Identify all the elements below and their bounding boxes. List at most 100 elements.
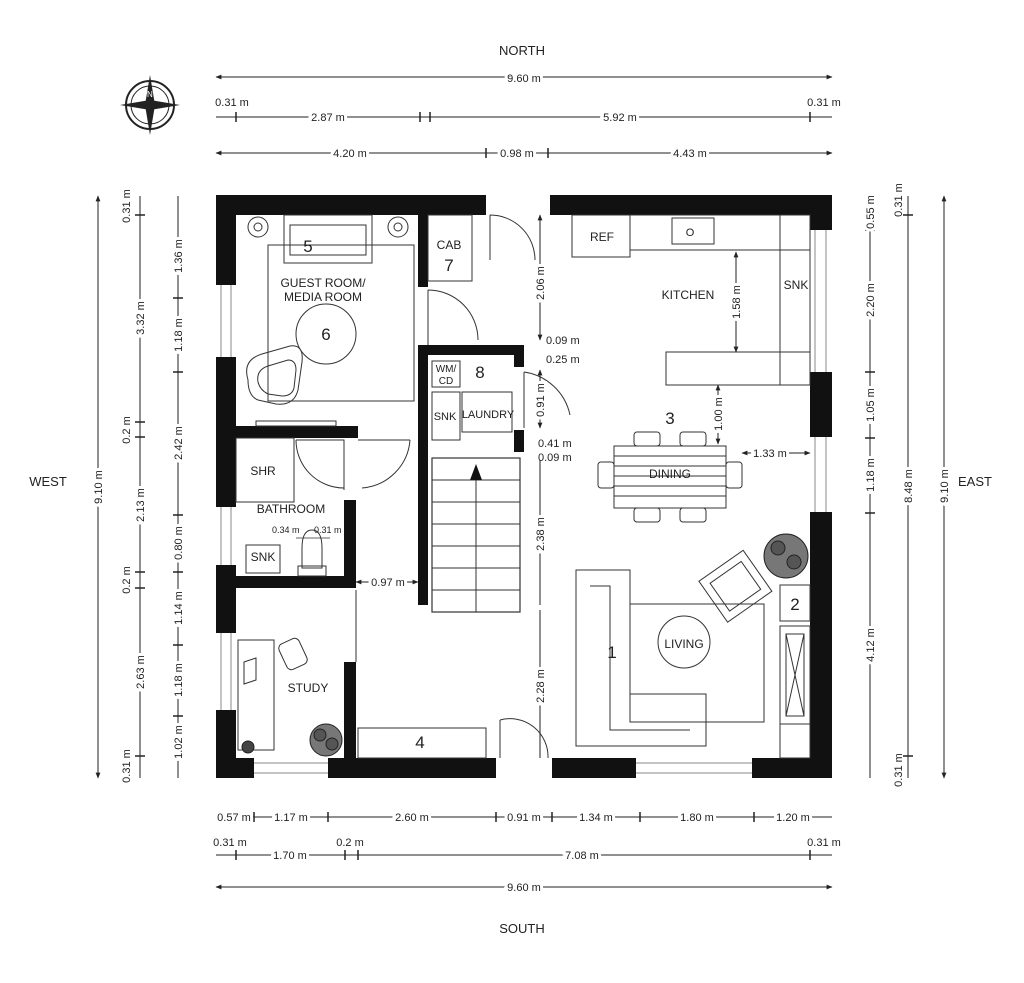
label-bathroom: BATHROOM bbox=[257, 502, 325, 516]
dim-bot-d: 0.91 m bbox=[507, 812, 541, 824]
dim-i-l: 1.33 m bbox=[753, 448, 787, 460]
kitchen-counter-top bbox=[629, 214, 811, 251]
dim-w2-g: 1.02 m bbox=[173, 725, 185, 759]
label-media-room: MEDIA ROOM bbox=[284, 290, 362, 304]
west-dimensions bbox=[95, 195, 179, 779]
cabinet-2 bbox=[779, 584, 811, 622]
dim-w1-a: 0.31 m bbox=[121, 189, 133, 223]
armchair-icon bbox=[246, 345, 303, 405]
dim-bot-j: 0.2 m bbox=[336, 837, 364, 849]
south-label: SOUTH bbox=[499, 921, 545, 936]
dim-w2-d: 0.80 m bbox=[173, 526, 185, 560]
dim-i-n: 0.31 m bbox=[314, 525, 342, 535]
dim-i-b: 0.09 m bbox=[546, 335, 580, 347]
dim-bot-a: 0.57 m bbox=[217, 812, 251, 824]
dim-top-b: 2.87 m bbox=[311, 112, 345, 124]
label-laundry-sink: SNK bbox=[434, 411, 457, 423]
dim-w2-c: 2.42 m bbox=[173, 426, 185, 460]
dim-bot-k: 7.08 m bbox=[565, 850, 599, 862]
shower bbox=[235, 437, 295, 503]
dim-top-total: 9.60 m bbox=[507, 73, 541, 85]
dim-w2-f: 1.18 m bbox=[173, 663, 185, 697]
sofa-icon bbox=[247, 214, 409, 264]
dim-e1-c: 1.05 m bbox=[865, 388, 877, 422]
area-rug bbox=[267, 244, 415, 402]
dim-bot-f: 1.80 m bbox=[680, 812, 714, 824]
dining-table bbox=[597, 431, 743, 523]
dim-i-e: 0.41 m bbox=[538, 438, 572, 450]
label-laundry: LAUNDRY bbox=[462, 409, 515, 421]
number-2: 2 bbox=[790, 595, 799, 614]
dim-bot-c: 2.60 m bbox=[395, 812, 429, 824]
living-rug bbox=[629, 603, 765, 723]
east-label: EAST bbox=[958, 474, 992, 489]
cabinet bbox=[427, 214, 473, 282]
dim-top-e: 4.20 m bbox=[333, 148, 367, 160]
plant-icon bbox=[241, 723, 343, 757]
dim-w1-d: 2.13 m bbox=[135, 488, 147, 522]
dim-top-g: 4.43 m bbox=[673, 148, 707, 160]
dim-e2-b: 8.48 m bbox=[903, 469, 915, 503]
dim-w1-e: 0.2 m bbox=[121, 566, 133, 594]
number-4: 4 bbox=[415, 733, 424, 752]
label-living: LIVING bbox=[664, 637, 703, 651]
dim-e1-d: 1.18 m bbox=[865, 458, 877, 492]
dim-i-a: 2.06 m bbox=[535, 266, 547, 300]
dim-e2-c: 0.31 m bbox=[893, 753, 905, 787]
kitchen-counter-right bbox=[779, 214, 811, 386]
dim-bot-total: 9.60 m bbox=[507, 882, 541, 894]
toilet-icon bbox=[297, 529, 327, 577]
monitor-icon bbox=[243, 657, 257, 685]
dim-w2-a: 1.36 m bbox=[173, 239, 185, 273]
living-plant-icon bbox=[763, 533, 809, 579]
dim-e2-a: 0.31 m bbox=[893, 183, 905, 217]
tv-unit bbox=[779, 625, 811, 759]
label-bath-sink: SNK bbox=[251, 550, 276, 564]
dim-i-c: 0.25 m bbox=[546, 354, 580, 366]
bench-4 bbox=[357, 727, 487, 759]
label-dining: DINING bbox=[649, 467, 691, 481]
dim-west-total: 9.10 m bbox=[93, 470, 105, 504]
label-cab: CAB bbox=[437, 238, 462, 252]
dim-w1-f: 2.63 m bbox=[135, 655, 147, 689]
dim-w2-e: 1.14 m bbox=[173, 591, 185, 625]
dim-top-d: 0.31 m bbox=[807, 97, 841, 109]
living-armchair bbox=[698, 549, 773, 623]
study-desk bbox=[237, 639, 275, 751]
coffee-table-icon bbox=[295, 303, 357, 365]
dim-bot-b: 1.17 m bbox=[274, 812, 308, 824]
kitchen-island bbox=[665, 351, 811, 386]
dim-w1-g: 0.31 m bbox=[121, 749, 133, 783]
doors bbox=[295, 214, 571, 759]
bottom-dimensions bbox=[215, 816, 833, 890]
number-1: 1 bbox=[607, 643, 616, 662]
dim-top-c: 5.92 m bbox=[603, 112, 637, 124]
dim-i-f: 0.09 m bbox=[538, 452, 572, 464]
dim-i-i: 0.97 m bbox=[371, 577, 405, 589]
bath-sink bbox=[245, 544, 281, 574]
number-7: 7 bbox=[444, 256, 453, 275]
label-study: STUDY bbox=[288, 681, 329, 695]
label-kitchen-sink: SNK bbox=[784, 278, 809, 292]
compass-rose-icon: N bbox=[120, 75, 180, 135]
dim-top-a: 0.31 m bbox=[215, 97, 249, 109]
label-wm: WM/ bbox=[436, 364, 457, 375]
dim-w1-c: 0.2 m bbox=[121, 416, 133, 444]
oven bbox=[671, 217, 715, 245]
label-kitchen: KITCHEN bbox=[662, 288, 715, 302]
label-ref: REF bbox=[590, 230, 614, 244]
dim-e1-b: 2.20 m bbox=[865, 283, 877, 317]
dim-w2-b: 1.18 m bbox=[173, 318, 185, 352]
dim-bot-i: 1.70 m bbox=[273, 850, 307, 862]
dim-top-f: 0.98 m bbox=[500, 148, 534, 160]
walls bbox=[216, 195, 832, 778]
number-3: 3 bbox=[665, 409, 674, 428]
dim-i-k: 1.00 m bbox=[713, 397, 725, 431]
dim-i-m: 0.34 m bbox=[272, 525, 300, 535]
label-cd: CD bbox=[439, 376, 453, 387]
label-oven: O bbox=[686, 227, 695, 239]
dim-i-j: 1.58 m bbox=[731, 285, 743, 319]
dim-i-g: 2.38 m bbox=[535, 517, 547, 551]
top-dimensions bbox=[215, 74, 833, 156]
